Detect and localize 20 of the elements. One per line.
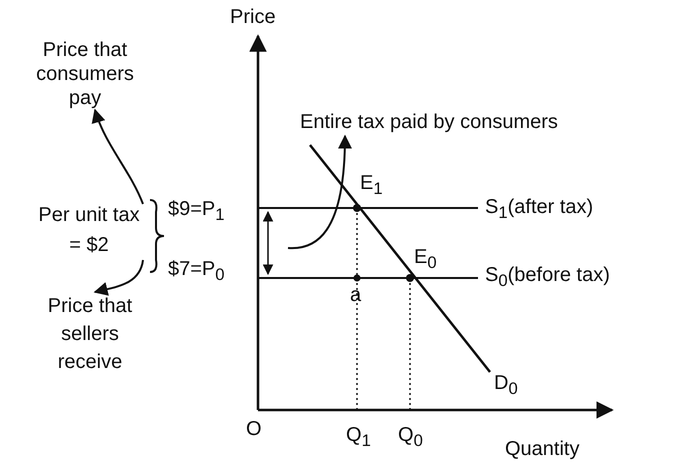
- chart-label: S$_{1}$(after tax): [485, 196, 594, 223]
- chart-label: E$_{1}$: [360, 172, 383, 199]
- annotation-text: Price that consumers pay: [25, 38, 145, 110]
- chart-label: O: [246, 418, 262, 441]
- annotation-text: Per unit tax = $2: [35, 200, 143, 260]
- chart-label: Q$_{1}$: [346, 424, 371, 451]
- chart-label: Quantity: [505, 438, 580, 461]
- annotation-text: Price that sellers receive: [30, 292, 150, 376]
- chart-label: E$_{0}$: [414, 246, 437, 273]
- chart-label: S$_{0}$(before tax): [485, 264, 610, 291]
- curved-arrow: [288, 134, 352, 250]
- curved-arrow: [92, 108, 144, 204]
- chart-label: $7=P$_{0}$: [168, 258, 225, 285]
- chart-label: a: [350, 284, 362, 307]
- chart-label: $9=P$_{1}$: [168, 198, 225, 225]
- chart-label: Price: [230, 6, 276, 29]
- curved-arrow: [94, 260, 144, 296]
- chart-label: D$_{0}$: [494, 372, 518, 399]
- annotation-text: Entire tax paid by consumers: [300, 108, 650, 136]
- chart-label: Q$_{0}$: [398, 424, 423, 451]
